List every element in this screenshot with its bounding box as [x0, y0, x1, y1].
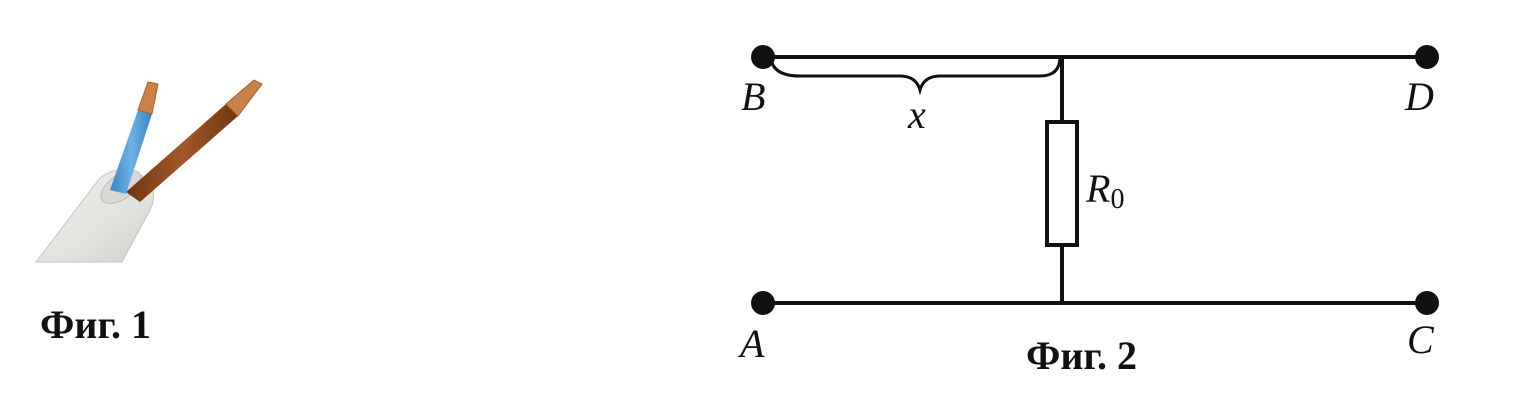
- resistor-r0-label: R0: [1085, 166, 1124, 215]
- terminal-a-label: A: [737, 321, 765, 366]
- circuit-diagram: [751, 45, 1439, 315]
- terminal-b-dot: [751, 45, 775, 69]
- resistor-r0: [1045, 120, 1079, 247]
- figure1-caption: Фиг. 1: [40, 302, 151, 347]
- terminal-c-label: C: [1407, 317, 1435, 362]
- terminal-b-label: B: [741, 74, 765, 119]
- brown-copper-tip: [225, 79, 263, 117]
- blue-copper-tip: [137, 81, 159, 115]
- figure2-caption: Фиг. 2: [1026, 333, 1137, 378]
- distance-x-label: x: [907, 92, 926, 137]
- blue-core: [110, 110, 152, 194]
- brown-core: [126, 104, 238, 202]
- terminal-c-dot: [1415, 291, 1439, 315]
- cable-illustration: [34, 79, 263, 263]
- terminal-d-dot: [1415, 45, 1439, 69]
- resistor-r0-symbol: R: [1085, 166, 1110, 211]
- distance-brace: [769, 56, 1062, 96]
- terminal-a-dot: [751, 291, 775, 315]
- terminal-d-label: D: [1404, 74, 1434, 119]
- resistor-r0-subscript: 0: [1110, 184, 1124, 215]
